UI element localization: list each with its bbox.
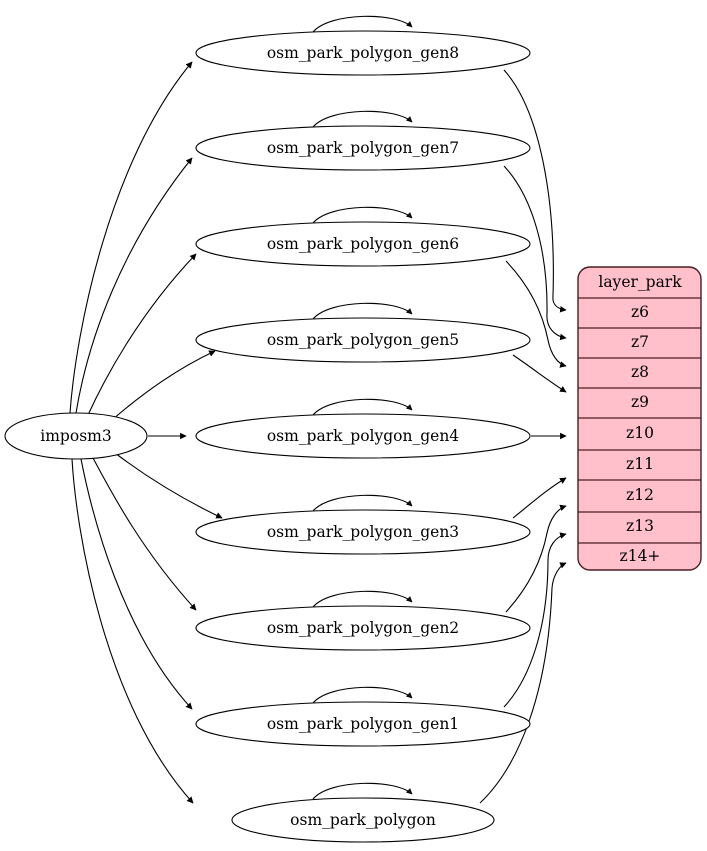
edge-imposm3-to-gen5 xyxy=(111,350,216,421)
node-osm-park-polygon-gen2[interactable]: osm_park_polygon_gen2 xyxy=(195,605,531,651)
table-row-z7[interactable]: z7 xyxy=(631,333,649,351)
gen7-ellipse[interactable] xyxy=(195,125,531,171)
layer-park-header-label: layer_park xyxy=(598,273,682,291)
osm-park-polygon-ellipse[interactable] xyxy=(231,797,495,843)
node-osm-park-polygon-gen4[interactable]: osm_park_polygon_gen4 xyxy=(195,413,531,459)
gen2-label: osm_park_polygon_gen2 xyxy=(267,619,459,637)
edges-from-imposm3 xyxy=(69,61,223,804)
self-loop-edges xyxy=(312,15,413,800)
edge-imposm3-to-gen8 xyxy=(69,61,193,414)
edge-gen1-to-z13 xyxy=(503,532,567,708)
self-loop-gen4 xyxy=(312,398,413,416)
node-osm-park-polygon-gen6[interactable]: osm_park_polygon_gen6 xyxy=(195,221,531,267)
table-row-z8[interactable]: z8 xyxy=(631,363,649,381)
edge-imposm3-to-gen2 xyxy=(92,457,197,611)
gen5-ellipse[interactable] xyxy=(195,317,531,363)
table-row-z6[interactable]: z6 xyxy=(631,303,649,321)
imposm3-label: imposm3 xyxy=(40,427,111,445)
edge-imposm3-to-gen6 xyxy=(87,253,197,416)
self-loop-gen1 xyxy=(312,686,413,704)
edge-imposm3-to-osm-park-polygon xyxy=(71,458,194,804)
gen3-ellipse[interactable] xyxy=(195,509,531,555)
table-row-z13[interactable]: z13 xyxy=(626,517,654,535)
edges-to-layer-park xyxy=(479,69,567,804)
edge-gen8-to-z6 xyxy=(503,69,567,313)
imposm3-ellipse[interactable] xyxy=(4,412,148,460)
node-osm-park-polygon-gen8[interactable]: osm_park_polygon_gen8 xyxy=(195,30,531,76)
edge-imposm3-to-gen1 xyxy=(80,458,193,710)
gen6-ellipse[interactable] xyxy=(195,221,531,267)
node-osm-park-polygon-gen7[interactable]: osm_park_polygon_gen7 xyxy=(195,125,531,171)
edge-imposm3-to-gen3 xyxy=(114,452,223,519)
ellipse-nodes-group: imposm3 osm_park_polygon_gen8 osm_park_p… xyxy=(4,30,531,843)
gen5-label: osm_park_polygon_gen5 xyxy=(267,331,459,349)
edge-gen5-to-z9 xyxy=(512,354,567,393)
self-loop-gen6 xyxy=(312,206,413,224)
gen2-ellipse[interactable] xyxy=(195,605,531,651)
node-osm-park-polygon[interactable]: osm_park_polygon xyxy=(231,797,495,843)
edge-imposm3-to-gen7 xyxy=(75,157,193,414)
edge-gen3-to-z11 xyxy=(512,477,567,519)
gen1-label: osm_park_polygon_gen1 xyxy=(267,715,459,733)
node-imposm3[interactable]: imposm3 xyxy=(4,412,148,460)
node-osm-park-polygon-gen3[interactable]: osm_park_polygon_gen3 xyxy=(195,509,531,555)
edge-gen6-to-z8 xyxy=(505,260,567,368)
table-row-z14plus[interactable]: z14+ xyxy=(620,547,661,565)
table-row-z11[interactable]: z11 xyxy=(626,455,654,473)
self-loop-osm-park-polygon xyxy=(312,782,413,800)
edge-osm-park-polygon-to-z14 xyxy=(479,562,567,804)
osm-park-polygon-label: osm_park_polygon xyxy=(290,811,436,829)
gen7-label: osm_park_polygon_gen7 xyxy=(267,139,459,157)
gen1-ellipse[interactable] xyxy=(195,701,531,747)
node-osm-park-polygon-gen5[interactable]: osm_park_polygon_gen5 xyxy=(195,317,531,363)
gen4-ellipse[interactable] xyxy=(195,413,531,459)
edge-gen2-to-z12 xyxy=(505,504,567,613)
self-loop-gen7 xyxy=(312,110,413,128)
edge-gen7-to-z7 xyxy=(503,165,567,341)
gen8-label: osm_park_polygon_gen8 xyxy=(267,44,459,62)
table-row-z12[interactable]: z12 xyxy=(626,486,654,504)
gen4-label: osm_park_polygon_gen4 xyxy=(267,427,459,445)
self-loop-gen2 xyxy=(312,590,413,608)
table-row-z10[interactable]: z10 xyxy=(626,424,654,442)
self-loop-gen5 xyxy=(312,302,413,320)
self-loop-gen8 xyxy=(312,15,413,33)
gen3-label: osm_park_polygon_gen3 xyxy=(267,523,459,541)
node-osm-park-polygon-gen1[interactable]: osm_park_polygon_gen1 xyxy=(195,701,531,747)
table-row-z9[interactable]: z9 xyxy=(631,393,649,411)
gen6-label: osm_park_polygon_gen6 xyxy=(267,235,459,253)
gen8-ellipse[interactable] xyxy=(195,30,531,76)
layer-park-table[interactable]: layer_park z6 z7 z8 z9 z10 z11 z12 z13 z… xyxy=(577,266,702,571)
self-loop-gen3 xyxy=(312,494,413,512)
